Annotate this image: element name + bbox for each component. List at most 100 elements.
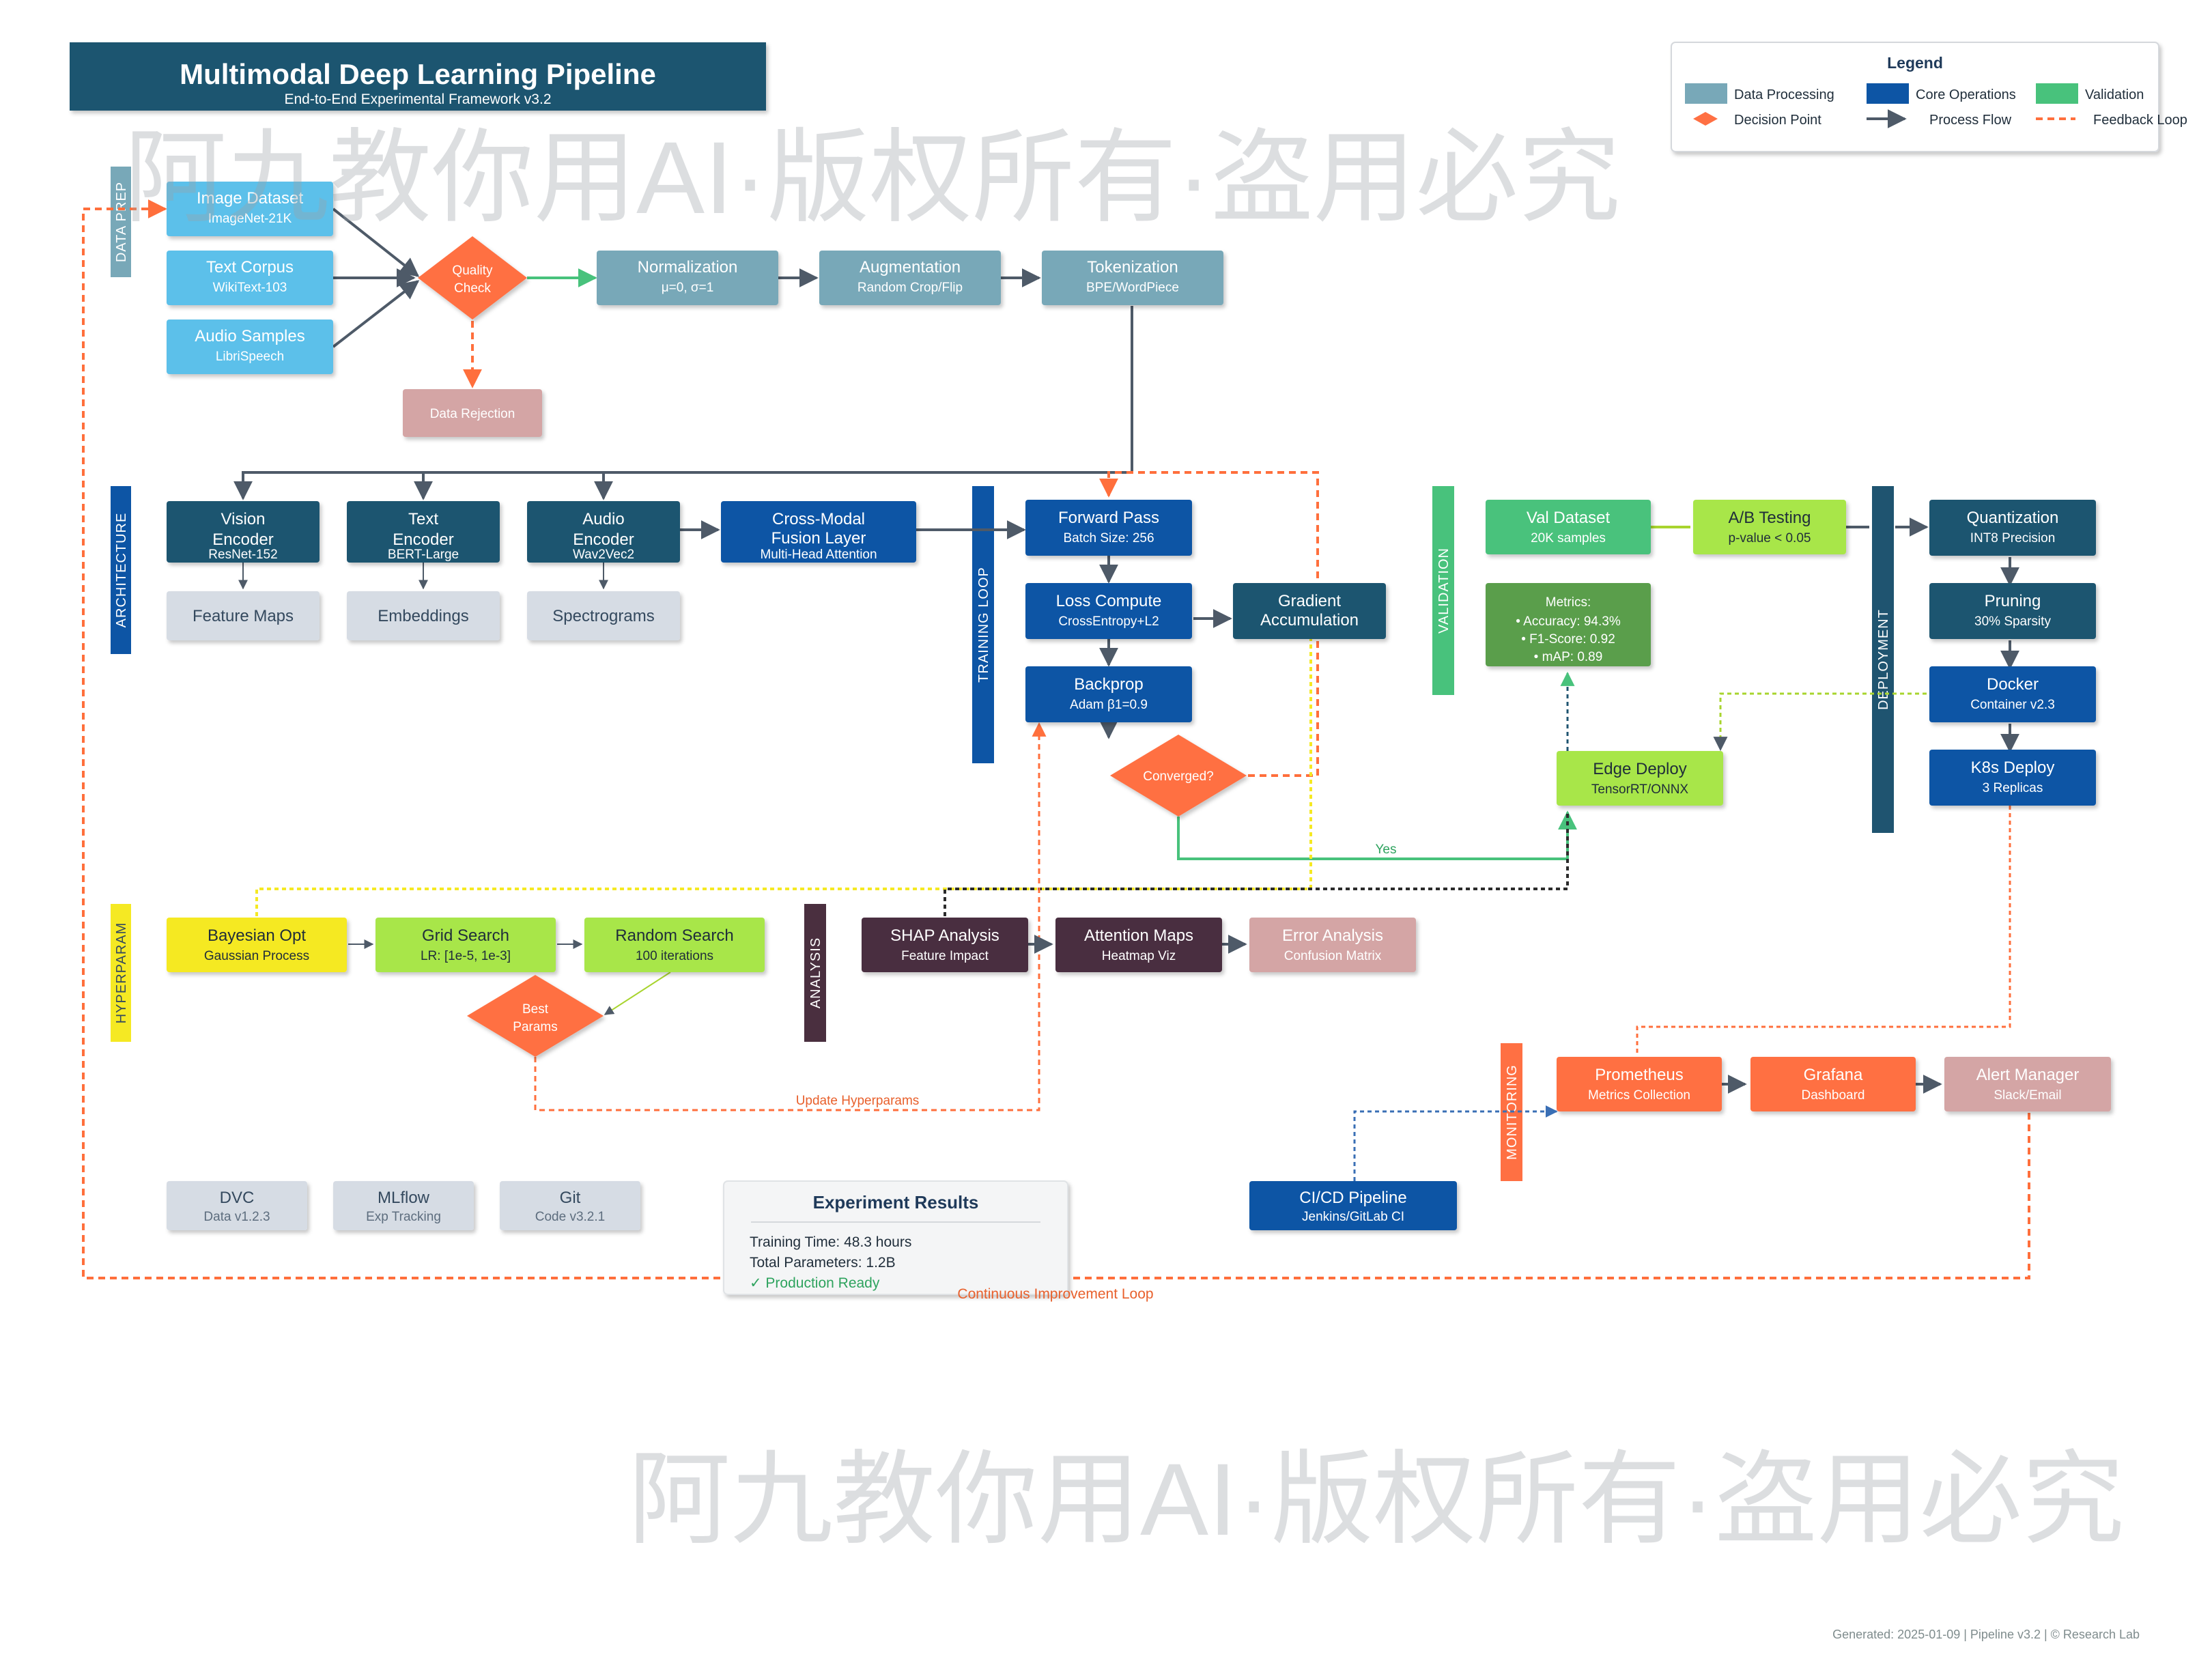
- lane-label-architecture: ARCHITECTURE: [114, 513, 129, 628]
- node-grid-search[interactable]: Grid Search LR: [1e-5, 1e-3]: [375, 918, 556, 972]
- legend-swatch-data-processing: [1685, 83, 1727, 104]
- arrow-bus-to-vision: [233, 306, 1133, 500]
- node-text-encoder-line2: Encoder: [393, 530, 453, 549]
- link-bayesian-to-gradient: [255, 619, 1312, 916]
- node-image-dataset[interactable]: Image Dataset ImageNet-21K: [167, 182, 333, 236]
- node-loss-compute[interactable]: Loss Compute CrossEntropy+L2: [1025, 583, 1192, 639]
- node-error-analysis[interactable]: Error Analysis Confusion Matrix: [1249, 918, 1416, 972]
- node-ab-testing[interactable]: A/B Testing p-value < 0.05: [1693, 500, 1846, 554]
- node-docker-sub: Container v2.3: [1970, 698, 2055, 712]
- node-pruning[interactable]: Pruning 30% Sparsity: [1929, 583, 2096, 639]
- node-alert-manager[interactable]: Alert Manager Slack/Email: [1944, 1057, 2111, 1111]
- node-embeddings-label: Embeddings: [378, 607, 468, 625]
- node-audio-samples[interactable]: Audio Samples LibriSpeech: [167, 320, 333, 374]
- node-normalization-sub: μ=0, σ=1: [662, 281, 714, 295]
- node-random-search[interactable]: Random Search 100 iterations: [584, 918, 765, 972]
- node-fusion-line2: Fusion Layer: [771, 529, 866, 548]
- node-cicd-title: CI/CD Pipeline: [1299, 1189, 1406, 1207]
- node-pruning-sub: 30% Sparsity: [1974, 614, 2051, 629]
- node-val-dataset-sub: 20K samples: [1531, 531, 1606, 545]
- node-grafana[interactable]: Grafana Dashboard: [1750, 1057, 1916, 1111]
- node-tokenization-sub: BPE/WordPiece: [1086, 281, 1179, 295]
- node-tokenization[interactable]: Tokenization BPE/WordPiece: [1042, 251, 1223, 305]
- results-status: ✓ Production Ready: [750, 1275, 880, 1291]
- node-mlflow-sub: Exp Tracking: [366, 1210, 441, 1224]
- node-quantization[interactable]: Quantization INT8 Precision: [1929, 500, 2096, 556]
- node-vision-encoder[interactable]: Vision Encoder ResNet-152: [167, 501, 320, 563]
- node-data-rejection[interactable]: Data Rejection: [403, 389, 542, 437]
- node-text-corpus[interactable]: Text Corpus WikiText-103: [167, 251, 333, 305]
- decision-best-params-line2: Params: [513, 1020, 557, 1034]
- node-augmentation[interactable]: Augmentation Random Crop/Flip: [819, 251, 1001, 305]
- node-attention-sub: Heatmap Viz: [1102, 949, 1176, 963]
- node-bayesian-opt[interactable]: Bayesian Opt Gaussian Process: [167, 918, 347, 972]
- results-parameters: Total Parameters: 1.2B: [750, 1255, 896, 1271]
- node-k8s-deploy[interactable]: K8s Deploy 3 Replicas: [1929, 750, 2096, 806]
- node-embeddings[interactable]: Embeddings: [347, 591, 500, 640]
- feedback-best-to-backprop: [534, 722, 1047, 1111]
- node-mlflow[interactable]: MLflow Exp Tracking: [333, 1181, 474, 1230]
- legend-swatch-core-operations: [1867, 83, 1909, 104]
- node-backprop-sub: Adam β1=0.9: [1070, 698, 1148, 712]
- node-grafana-sub: Dashboard: [1802, 1088, 1865, 1103]
- node-edge-deploy[interactable]: Edge Deploy TensorRT/ONNX: [1557, 751, 1723, 806]
- node-backprop[interactable]: Backprop Adam β1=0.9: [1025, 666, 1192, 722]
- legend-decision-diamond: [1693, 112, 1718, 126]
- node-cross-modal-fusion[interactable]: Cross-Modal Fusion Layer Multi-Head Atte…: [721, 501, 916, 563]
- node-dvc-sub: Data v1.2.3: [203, 1210, 270, 1224]
- node-spectrograms[interactable]: Spectrograms: [527, 591, 680, 640]
- node-git[interactable]: Git Code v3.2.1: [500, 1181, 640, 1230]
- node-attention-title: Attention Maps: [1084, 926, 1193, 945]
- node-vision-encoder-line2: Encoder: [212, 530, 273, 549]
- legend: Legend Data Processing Core Operations V…: [1671, 42, 2187, 152]
- monitoring-nodes: Prometheus Metrics Collection Grafana Da…: [1249, 1057, 2111, 1230]
- node-docker[interactable]: Docker Container v2.3: [1929, 666, 2096, 722]
- arrow-docker-to-edge: [1713, 692, 1927, 752]
- node-k8s-deploy-title: K8s Deploy: [1971, 758, 2055, 777]
- page-subtitle: End-to-End Experimental Framework v3.2: [285, 91, 552, 107]
- node-attention-maps[interactable]: Attention Maps Heatmap Viz: [1055, 918, 1222, 972]
- node-normalization-title: Normalization: [638, 258, 738, 276]
- node-dvc[interactable]: DVC Data v1.2.3: [167, 1181, 307, 1230]
- node-text-encoder-sub: BERT-Large: [388, 548, 459, 562]
- node-quantization-title: Quantization: [1967, 509, 2059, 527]
- node-vision-encoder-sub: ResNet-152: [208, 548, 277, 562]
- legend-label-validation: Validation: [2085, 87, 2144, 102]
- page-title: Multimodal Deep Learning Pipeline: [180, 58, 656, 90]
- node-prometheus[interactable]: Prometheus Metrics Collection: [1557, 1057, 1722, 1111]
- node-val-dataset[interactable]: Val Dataset 20K samples: [1486, 500, 1651, 554]
- results-title: Experiment Results: [813, 1192, 979, 1213]
- node-cicd-pipeline[interactable]: CI/CD Pipeline Jenkins/GitLab CI: [1249, 1181, 1457, 1230]
- node-k8s-deploy-sub: 3 Replicas: [1983, 781, 2043, 795]
- lane-label-validation: VALIDATION: [1436, 548, 1451, 634]
- node-bayesian-opt-title: Bayesian Opt: [208, 926, 306, 945]
- decision-best-params[interactable]: Best Params: [467, 975, 604, 1057]
- node-gradient-accumulation[interactable]: Gradient Accumulation: [1233, 583, 1386, 639]
- node-gradient-line2: Accumulation: [1260, 611, 1359, 629]
- node-ab-testing-sub: p-value < 0.05: [1729, 531, 1811, 545]
- lane-bar-architecture: [111, 486, 131, 654]
- feedback-continuous-improvement: [82, 199, 2030, 1279]
- experiment-results-panel: Experiment Results Training Time: 48.3 h…: [723, 1180, 1068, 1295]
- lane-bar-training-loop: [972, 486, 994, 763]
- node-ab-testing-title: A/B Testing: [1729, 509, 1811, 527]
- node-loss-compute-title: Loss Compute: [1056, 592, 1162, 610]
- decision-quality-check-line1: Quality: [452, 264, 493, 278]
- node-metrics[interactable]: Metrics: • Accuracy: 94.3% • F1-Score: 0…: [1486, 583, 1651, 666]
- decision-quality-check[interactable]: Quality Check: [418, 236, 527, 320]
- node-feature-maps[interactable]: Feature Maps: [167, 591, 320, 640]
- arrow-k8s-to-prometheus: [1636, 806, 2011, 1053]
- link-shap-to-edge: [944, 812, 1569, 916]
- node-audio-encoder[interactable]: Audio Encoder Wav2Vec2: [527, 501, 680, 563]
- node-shap-analysis[interactable]: SHAP Analysis Feature Impact: [862, 918, 1028, 972]
- node-text-encoder[interactable]: Text Encoder BERT-Large: [347, 501, 500, 563]
- node-image-dataset-sub: ImageNet-21K: [208, 212, 292, 226]
- node-docker-title: Docker: [1987, 675, 2039, 694]
- decision-converged[interactable]: Converged?: [1110, 735, 1247, 817]
- node-image-dataset-title: Image Dataset: [197, 189, 303, 208]
- node-normalization[interactable]: Normalization μ=0, σ=1: [597, 251, 778, 305]
- arrow-converged-yes-to-edge: [1177, 810, 1577, 860]
- watermark-bottom: 阿九教你用AI·版权所有·盗用必究: [628, 1442, 2125, 1557]
- node-forward-pass[interactable]: Forward Pass Batch Size: 256: [1025, 500, 1192, 556]
- node-audio-samples-title: Audio Samples: [195, 327, 304, 345]
